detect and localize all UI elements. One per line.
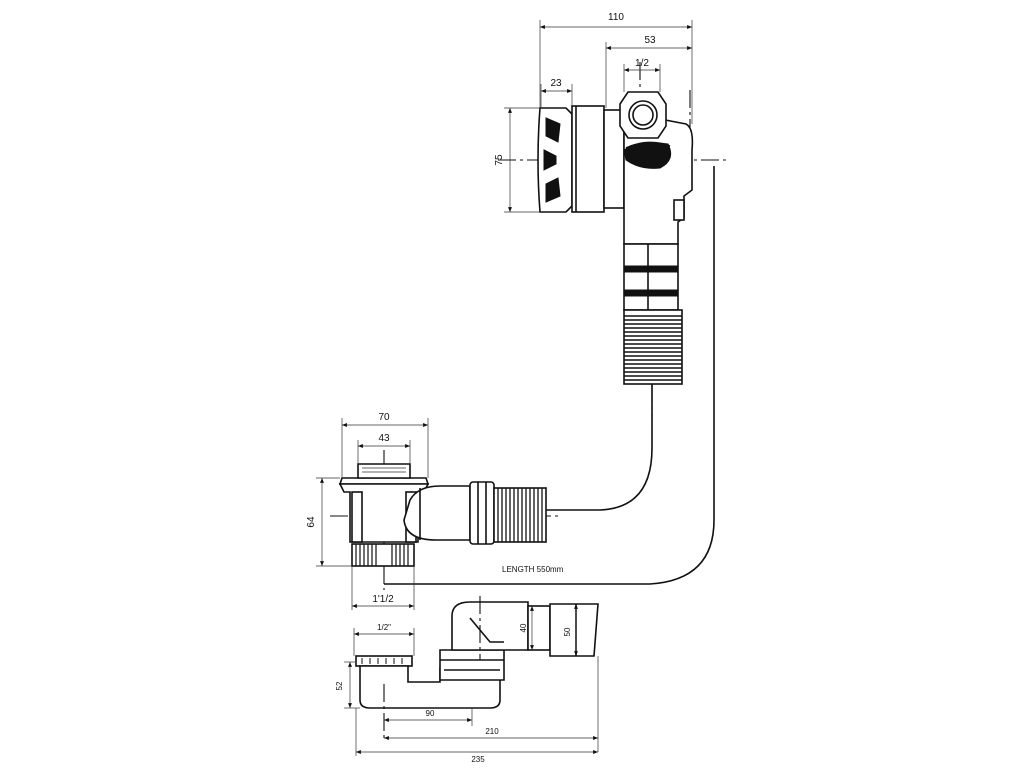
dim-64: 64 (306, 516, 317, 528)
flex-hose: LENGTH 550mm (384, 166, 715, 585)
waste-assembly (330, 450, 560, 590)
dim-52: 52 (335, 681, 344, 690)
dim-23: 23 (550, 78, 562, 89)
trap-dimensions: 1/2" 52 40 50 90 210 235 (335, 604, 599, 764)
dim-235: 235 (471, 755, 485, 764)
waste-dimensions: 70 43 64 1'1/2 (306, 412, 429, 610)
trap-assembly (355, 596, 599, 740)
overflow-dimensions: 110 53 1/2 23 75 (494, 12, 693, 213)
dim-half-inch-quote: 1/2" (377, 623, 391, 632)
dim-53: 53 (644, 35, 656, 46)
dim-210: 210 (485, 727, 499, 736)
dim-75: 75 (494, 154, 505, 166)
dim-50: 50 (563, 627, 572, 636)
dim-70: 70 (378, 412, 390, 423)
dim-43: 43 (378, 433, 390, 444)
dim-40: 40 (519, 623, 528, 632)
hose-length-label: LENGTH 550mm (502, 565, 564, 574)
dim-90: 90 (426, 709, 435, 718)
dim-half-inch: 1/2 (635, 58, 649, 69)
dim-110: 110 (608, 12, 624, 23)
overflow-assembly (498, 62, 728, 420)
dim-1-1-2: 1'1/2 (372, 594, 394, 605)
